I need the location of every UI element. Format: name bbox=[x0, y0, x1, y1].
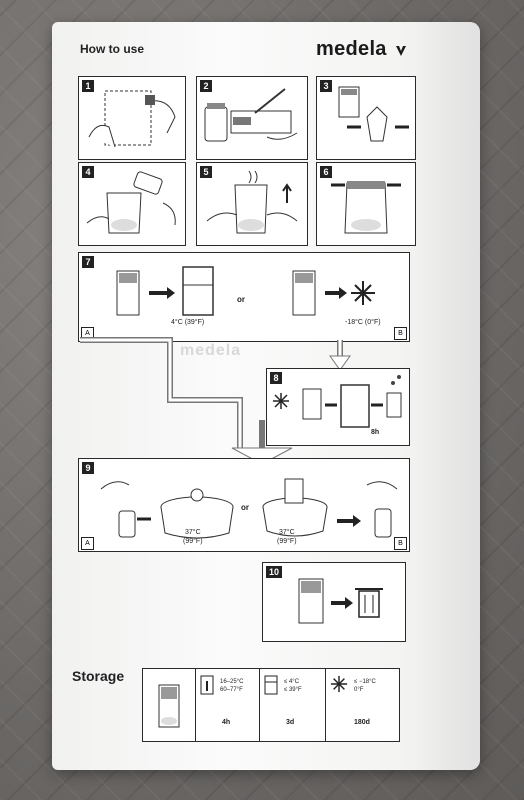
fridge-temp-f: ≤ 39°F bbox=[284, 687, 302, 693]
step-3-panel: 3 bbox=[316, 76, 416, 160]
medela-mark-icon bbox=[396, 46, 406, 56]
seal-bag-illustration bbox=[331, 181, 401, 234]
how-to-use-title: How to use bbox=[80, 42, 145, 56]
step-10-number: 10 bbox=[266, 566, 282, 578]
write-label-illustration bbox=[204, 88, 298, 142]
step-6-number: 6 bbox=[320, 166, 332, 178]
warm-in-pot-illustration bbox=[262, 478, 398, 538]
freezer-time: 180d bbox=[354, 719, 370, 726]
warm-water-bath-illustration bbox=[100, 481, 234, 539]
open-bag-illustration bbox=[338, 86, 409, 142]
storage-title: Storage bbox=[72, 668, 125, 684]
step-9-number: 9 bbox=[82, 462, 94, 474]
step-8-panel: 8 8h bbox=[266, 368, 410, 446]
fridge-temp-c: ≤ 4°C bbox=[284, 679, 300, 685]
step-8-number: 8 bbox=[270, 372, 282, 384]
medela-logo: medela bbox=[316, 38, 387, 60]
step-9-or: or bbox=[241, 503, 249, 512]
step-10-panel: 10 bbox=[262, 562, 406, 642]
water-temp-b-f: (99°F) bbox=[277, 538, 297, 545]
step-9-corner-a: A bbox=[81, 537, 94, 550]
freezer-storage-illustration bbox=[292, 270, 375, 316]
pour-milk-illustration bbox=[86, 171, 176, 234]
fridge-icon bbox=[264, 675, 278, 695]
room-temp-cell: 16–25°C 60–77°F 4h bbox=[195, 669, 260, 741]
storage-table: 16–25°C 60–77°F 4h ≤ 4°C ≤ 39°F 3d ≤ −18… bbox=[142, 668, 400, 742]
step-7-panel: 7 4°C (39°F) or -18°C (0°F) A B bbox=[78, 252, 410, 342]
step-2-number: 2 bbox=[200, 80, 212, 92]
storage-bag-icon bbox=[158, 684, 180, 728]
room-temp-c: 16–25°C bbox=[220, 679, 244, 685]
step-2-panel: 2 bbox=[196, 76, 308, 160]
freezer-cell: ≤ −18°C 0°F 180d bbox=[325, 669, 400, 741]
step-1-number: 1 bbox=[82, 80, 94, 92]
bag-seal-edge bbox=[418, 22, 480, 770]
thaw-time-badge: 8h bbox=[371, 429, 380, 436]
water-temp-b-c: 37°C bbox=[279, 529, 295, 536]
step-7-corner-a: A bbox=[81, 327, 94, 340]
step-7-or: or bbox=[237, 295, 245, 304]
water-temp-a-f: (99°F) bbox=[183, 538, 203, 545]
fridge-storage-illustration bbox=[116, 266, 214, 316]
watermark-text: medela bbox=[180, 342, 242, 359]
step-9-corner-b: B bbox=[394, 537, 407, 550]
freezer-temp-f: 0°F bbox=[354, 687, 364, 693]
step-5-panel: 5 bbox=[196, 162, 308, 246]
room-temp-f: 60–77°F bbox=[220, 687, 243, 693]
fridge-temperature: 4°C (39°F) bbox=[171, 319, 205, 326]
tear-bag-illustration bbox=[88, 90, 176, 148]
room-time: 4h bbox=[222, 719, 231, 726]
fridge-time: 3d bbox=[286, 719, 295, 726]
step-5-number: 5 bbox=[200, 166, 212, 178]
step-7-number: 7 bbox=[82, 256, 94, 268]
step-7-corner-b: B bbox=[394, 327, 407, 340]
snowflake-icon bbox=[330, 675, 348, 693]
freezer-temperature: -18°C (0°F) bbox=[345, 319, 381, 326]
step-6-panel: 6 bbox=[316, 162, 416, 246]
freezer-temp-c: ≤ −18°C bbox=[354, 679, 376, 685]
step-3-number: 3 bbox=[320, 80, 332, 92]
step-4-panel: 4 bbox=[78, 162, 186, 246]
water-temp-a-c: 37°C bbox=[185, 529, 201, 536]
discard-bag-illustration bbox=[298, 578, 383, 624]
thaw-in-fridge-illustration bbox=[273, 375, 402, 428]
fridge-cell: ≤ 4°C ≤ 39°F 3d bbox=[259, 669, 326, 741]
step-4-number: 4 bbox=[82, 166, 94, 178]
remove-air-illustration bbox=[206, 170, 298, 234]
thermometer-icon bbox=[200, 675, 214, 695]
step-9-panel: 9 37°C (99°F) or 37°C (99°F) A B bbox=[78, 458, 410, 552]
step-1-panel: 1 bbox=[78, 76, 186, 160]
